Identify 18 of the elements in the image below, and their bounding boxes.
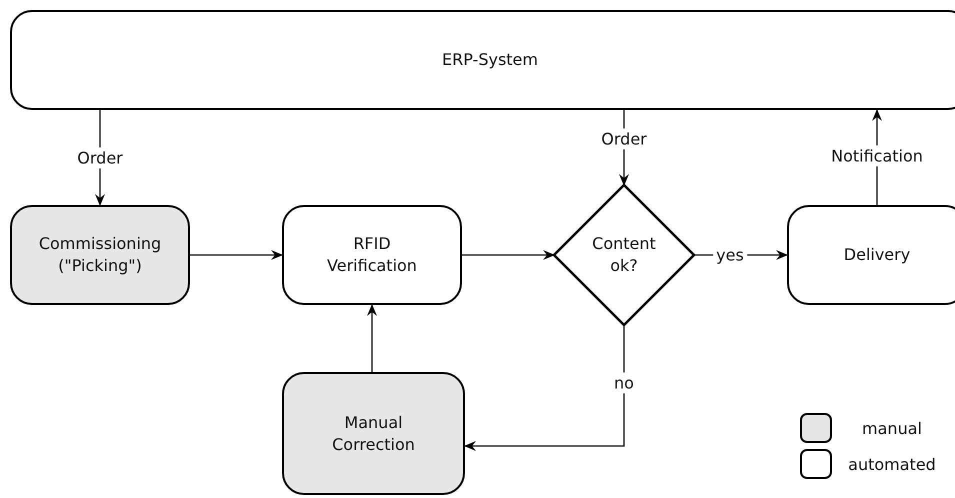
node-label: Content ok? xyxy=(591,233,657,277)
node-label: Manual Correction xyxy=(331,412,416,456)
arrow xyxy=(464,325,625,451)
legend-label: automated xyxy=(847,454,937,474)
node-label: ERP-System xyxy=(441,49,539,71)
system-box xyxy=(10,10,955,110)
decision-diamond xyxy=(554,185,694,325)
process-box xyxy=(282,372,465,495)
node-label: Commissioning ("Picking") xyxy=(38,233,162,277)
node-label: RFID Verification xyxy=(326,233,418,277)
node-label: Delivery xyxy=(842,244,912,266)
process-box xyxy=(787,205,955,305)
arrow xyxy=(190,250,283,260)
arrow xyxy=(462,250,555,260)
process-box xyxy=(282,205,462,305)
legend-label: manual xyxy=(861,418,923,438)
process-box xyxy=(10,205,190,305)
arrow xyxy=(367,304,377,372)
